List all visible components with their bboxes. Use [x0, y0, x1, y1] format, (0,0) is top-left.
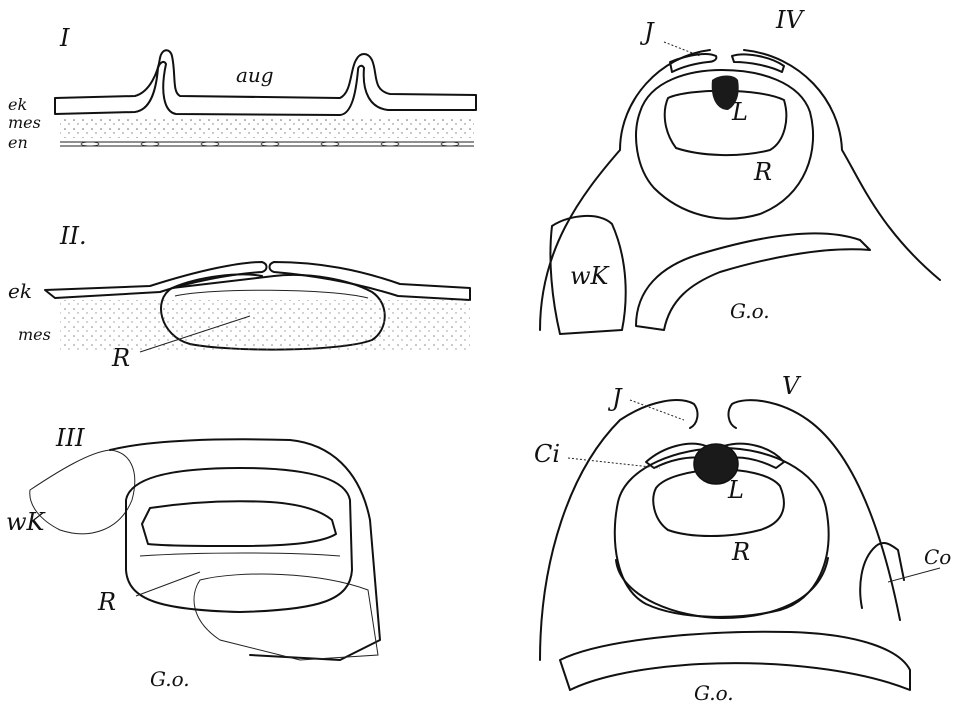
- panel-5-label-R: R: [731, 538, 750, 566]
- panel-2: II. ek mes R: [8, 222, 470, 372]
- panel-5-label-Go: G.o.: [694, 681, 734, 705]
- panel-1-endoderm: [60, 142, 474, 146]
- panel-4-label-L: L: [731, 98, 748, 126]
- panel-1-numeral: I: [59, 24, 70, 52]
- panel-3-label-Go: G.o.: [150, 667, 190, 691]
- panel-2-label-R: R: [111, 344, 130, 372]
- panel-1: I aug ek mes en: [8, 24, 476, 152]
- panel-3-lens-cavity: [142, 501, 336, 546]
- panel-4-leader-J: [664, 42, 700, 56]
- panel-1-mesoderm: [60, 116, 474, 138]
- panel-4-label-R: R: [753, 158, 772, 186]
- panel-3-numeral: III: [55, 424, 85, 452]
- panel-4-iris-left: [670, 54, 716, 72]
- panel-5-label-Co: Co: [924, 545, 951, 569]
- panel-1-label-aug: aug: [236, 63, 274, 87]
- panel-5-numeral: V: [782, 372, 802, 400]
- panel-1-label-ek: ek: [8, 95, 27, 114]
- panel-5-label-Ci: Ci: [534, 440, 560, 468]
- panel-4-label-J: J: [639, 18, 655, 46]
- panel-3-outer: [110, 439, 380, 660]
- panel-2-label-mes: mes: [18, 325, 51, 344]
- panel-5-epidermis: [540, 400, 900, 660]
- panel-1-label-en: en: [8, 133, 28, 152]
- panel-2-mesoderm: [60, 300, 470, 350]
- panel-5-Co: [860, 543, 904, 608]
- panel-5: V J Ci L R Co G.o.: [534, 372, 951, 705]
- panel-4-label-Go: G.o.: [730, 299, 770, 323]
- panel-5-pigment-layer: [616, 558, 828, 618]
- panel-3-cell-mass-left: [30, 450, 135, 534]
- panel-3-label-wK: wK: [6, 508, 47, 536]
- panel-3-cell-mass-bottom: [194, 574, 378, 660]
- panel-3-label-R: R: [97, 588, 116, 616]
- panel-2-label-ek: ek: [8, 279, 32, 303]
- panel-1-endoderm-cells: [81, 142, 459, 146]
- panel-5-Go: [560, 632, 910, 690]
- panel-5-label-J: J: [607, 384, 623, 412]
- panel-4-numeral: IV: [775, 6, 805, 34]
- panel-4: IV J L R wK G.o.: [540, 6, 940, 334]
- panel-1-label-mes: mes: [8, 113, 41, 132]
- panel-2-numeral: II.: [59, 222, 87, 250]
- panel-4-label-wK: wK: [570, 262, 611, 290]
- panel-5-leader-Co: [888, 568, 940, 582]
- panel-3: III wK R G.o.: [6, 424, 380, 691]
- panel-5-label-L: L: [727, 476, 744, 504]
- panel-3-leader-R: [136, 572, 200, 596]
